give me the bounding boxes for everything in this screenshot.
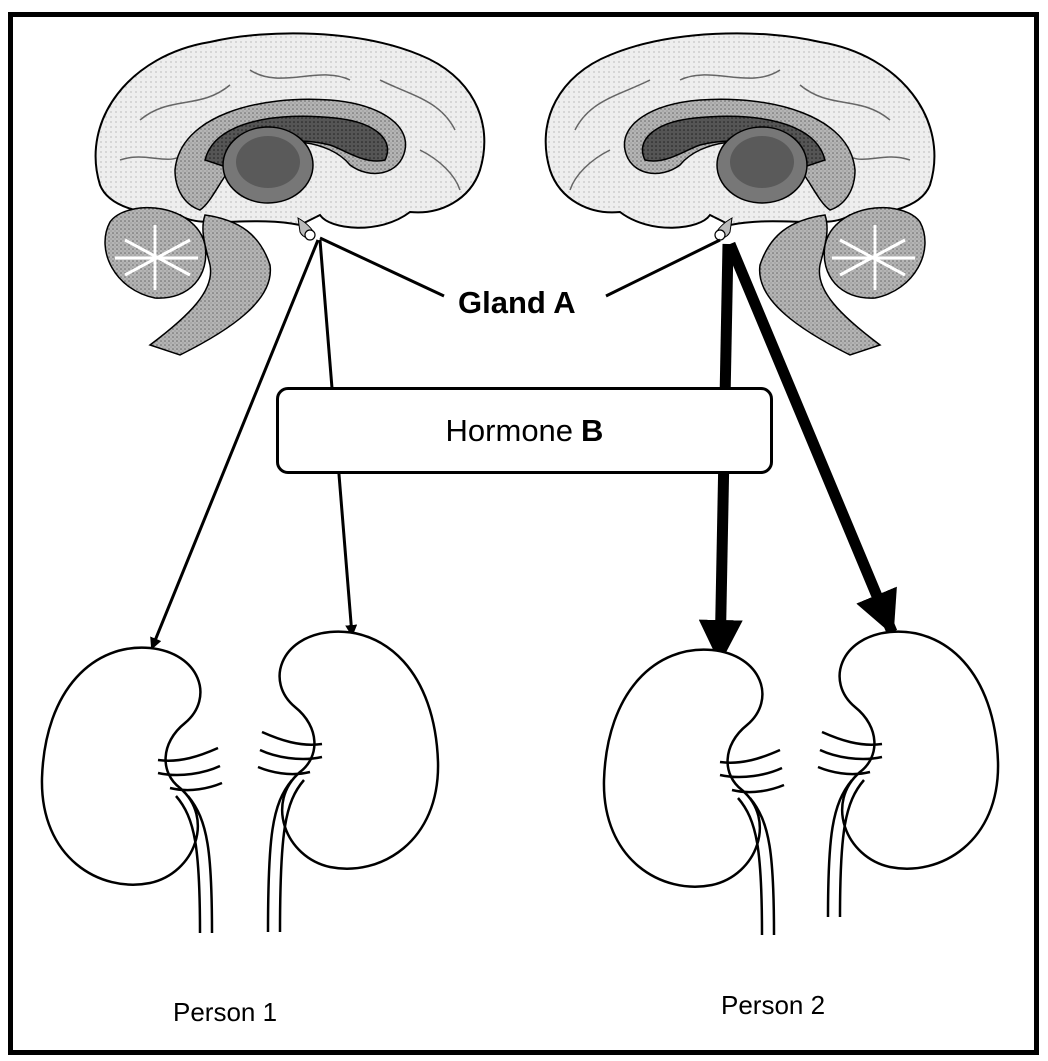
gland-a-label: Gland A: [458, 285, 576, 321]
kidney-person-2-left-icon: [604, 650, 784, 935]
hormone-b-box: Hormone B: [276, 387, 773, 474]
gland-a-leader-right: [606, 240, 720, 296]
brain-person-2-icon: [546, 33, 935, 355]
hormone-label-letter: B: [581, 413, 603, 449]
hormone-label-prefix: Hormone: [446, 413, 574, 449]
kidney-person-2-right-icon: [818, 632, 998, 917]
person-1-label: Person 1: [173, 997, 277, 1028]
kidney-person-1-right-icon: [258, 632, 438, 932]
gland-a-leader-left: [320, 238, 444, 296]
person-2-label: Person 2: [721, 990, 825, 1021]
kidney-person-1-left-icon: [42, 648, 222, 933]
